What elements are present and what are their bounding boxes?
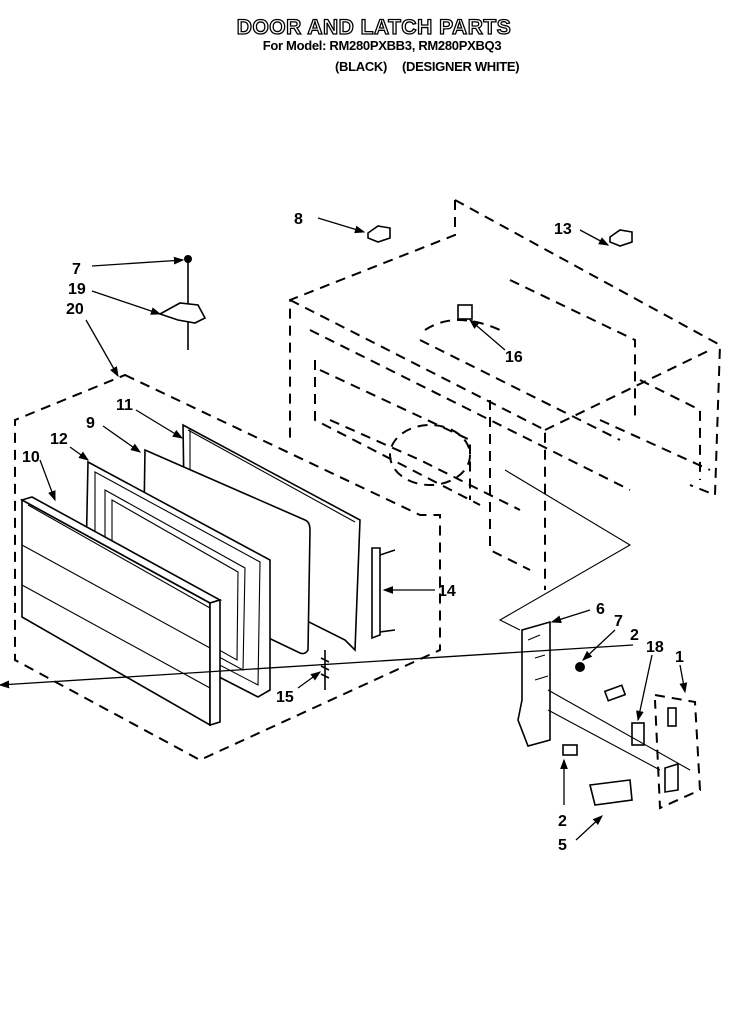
callout-12: 12 [50, 431, 68, 448]
diagram-title: DOOR AND LATCH PARTS [236, 15, 512, 39]
callout-16: 16 [505, 349, 523, 366]
callout-2-upper: 2 [630, 627, 639, 644]
callout-7-latch: 7 [614, 613, 623, 630]
cabinet-outline [289, 199, 722, 590]
hinge-bracket-assembly [158, 255, 207, 350]
callout-9: 9 [86, 415, 95, 432]
monitor-switch [631, 722, 645, 746]
callout-2-lower: 2 [558, 813, 567, 830]
callout-20: 20 [66, 301, 84, 318]
interlock-switch-upper [603, 684, 627, 702]
door-assembly-outline [14, 373, 441, 762]
callout-5: 5 [558, 837, 567, 854]
callout-13: 13 [554, 221, 572, 238]
color-black-label: (BLACK) [335, 59, 388, 74]
fuse [667, 707, 677, 727]
callout-7: 7 [72, 261, 81, 278]
screw-latch [575, 662, 585, 672]
callout-8: 8 [294, 211, 303, 228]
leader-bracket-line [498, 469, 632, 631]
wire-leads [547, 689, 691, 771]
thermal-cutout [457, 304, 473, 320]
fuse-holder-outline [654, 694, 702, 810]
callout-18: 18 [646, 639, 664, 656]
switch-bracket [589, 779, 633, 806]
fuse-clip [664, 762, 679, 793]
callout-11: 11 [116, 397, 133, 414]
callout-19: 19 [68, 281, 86, 298]
callout-6: 6 [596, 601, 605, 618]
leader-lines [0, 217, 688, 841]
latch-plate [517, 620, 551, 747]
callout-10: 10 [22, 449, 40, 466]
callout-1: 1 [675, 649, 684, 666]
color-white-label: (DESIGNER WHITE) [402, 59, 520, 74]
latch-spring [320, 650, 330, 690]
hinge-clip-right [609, 229, 633, 247]
model-numbers: For Model: RM280PXBB3, RM280PXBQ3 [262, 38, 502, 53]
hinge-clip-left [367, 225, 391, 243]
door-front-panel [19, 496, 223, 727]
callout-15: 15 [276, 689, 294, 706]
door-latch-hook [371, 547, 396, 640]
interlock-switch-lower [562, 744, 578, 756]
callout-14: 14 [438, 583, 456, 600]
